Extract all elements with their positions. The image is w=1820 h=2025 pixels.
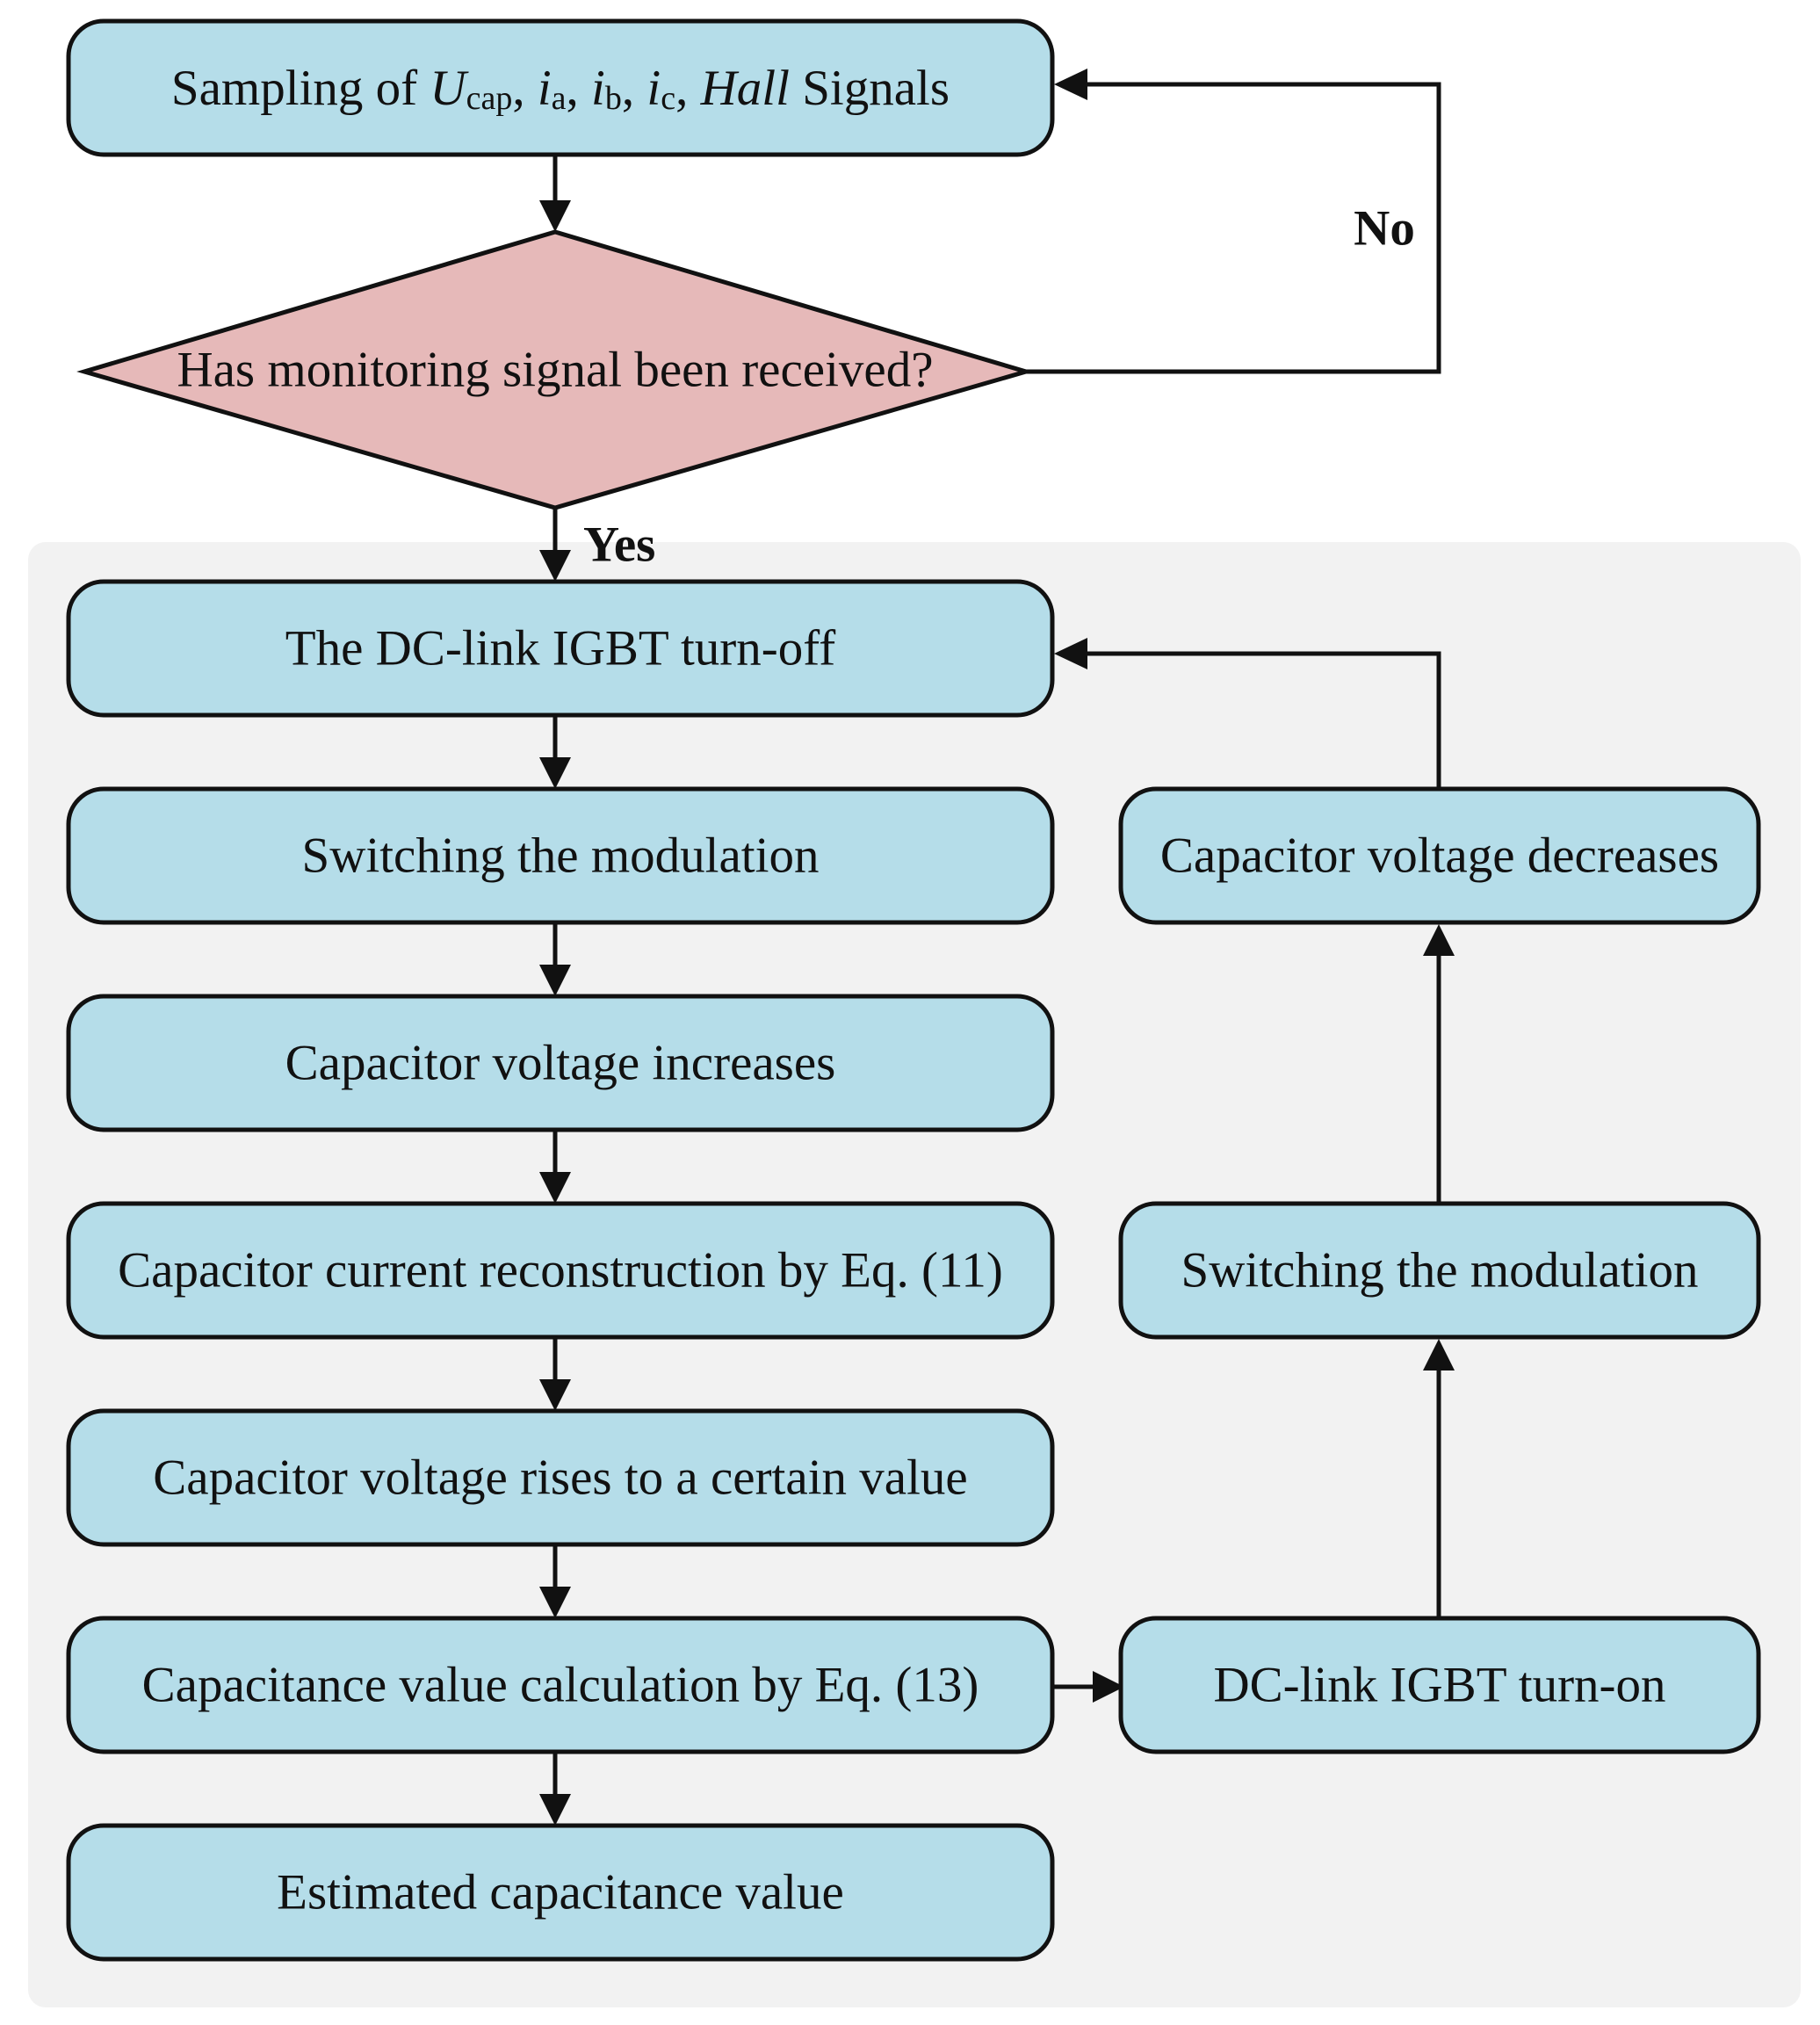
node-cap-calc-box (66, 1616, 1055, 1754)
node-igbt-off: The DC-link IGBT turn-off (66, 579, 1055, 718)
node-estimated-label: Estimated capacitance value (277, 1865, 844, 1920)
node-igbt-on: DC-link IGBT turn-on (1118, 1616, 1761, 1754)
node-igbt-off-box (66, 579, 1055, 718)
arrowhead-yes (539, 550, 571, 582)
node-estimated: Estimated capacitance value (66, 1823, 1055, 1962)
node-cap-calc-label: Capacitance value calculation by Eq. (13… (142, 1658, 979, 1713)
arrowhead-calc-to-igbt-on (1093, 1671, 1124, 1703)
edge-label-yes: Yes (583, 517, 655, 573)
node-switch-mod-right-box (1118, 1201, 1761, 1340)
node-decision-diamond (76, 229, 1034, 510)
node-sampling-box (66, 18, 1055, 157)
node-switch-mod-left-label: Switching the modulation (302, 828, 820, 884)
arrowhead-no-loop (1054, 69, 1087, 100)
node-switch-mod-left-box (66, 786, 1055, 925)
node-volt-increase-label: Capacitor voltage increases (285, 1036, 836, 1091)
node-igbt-off-label: The DC-link IGBT turn-off (285, 621, 835, 676)
arrowhead-igbt-off-to-switch (539, 757, 571, 789)
node-cap-calc: Capacitance value calculation by Eq. (13… (66, 1616, 1055, 1754)
node-sampling-label: Sampling of Ucap, ia, ib, ic, Hall Signa… (171, 61, 950, 118)
node-estimated-box (66, 1823, 1055, 1962)
node-volt-increase-box (66, 994, 1055, 1132)
arrowhead-switch-to-decrease (1423, 924, 1455, 956)
node-volt-decrease-label: Capacitor voltage decreases (1160, 828, 1719, 884)
edge-decision-no-loop (1026, 82, 1441, 374)
arrowhead-rise-to-calc (539, 1587, 571, 1618)
node-switch-mod-right-label: Switching the modulation (1181, 1243, 1699, 1298)
node-decision-label: Has monitoring signal been received? (177, 343, 933, 398)
node-switch-mod-left: Switching the modulation (66, 786, 1055, 925)
arrowhead-switch-to-increase (539, 965, 571, 996)
arrowhead-decrease-to-igbt-off (1054, 638, 1087, 669)
node-volt-rise: Capacitor voltage rises to a certain val… (66, 1408, 1055, 1547)
node-volt-decrease: Capacitor voltage decreases (1118, 786, 1761, 925)
node-igbt-on-label: DC-link IGBT turn-on (1213, 1658, 1665, 1713)
arrowhead-igbt-on-to-switch (1423, 1339, 1455, 1370)
node-volt-rise-label: Capacitor voltage rises to a certain val… (153, 1450, 967, 1506)
arrowhead-calc-to-estimated (539, 1794, 571, 1826)
node-current-recon-label: Capacitor current reconstruction by Eq. … (118, 1243, 1003, 1298)
arrowhead-sampling-to-decision (539, 200, 571, 232)
node-volt-decrease-box (1118, 786, 1761, 925)
arrowhead-recon-to-rise (539, 1379, 571, 1411)
node-decision: Has monitoring signal been received? (76, 229, 1034, 510)
node-current-recon: Capacitor current reconstruction by Eq. … (66, 1201, 1055, 1340)
arrowhead-increase-to-recon (539, 1172, 571, 1204)
edge-label-no: No (1354, 201, 1415, 257)
node-volt-rise-box (66, 1408, 1055, 1547)
node-igbt-on-box (1118, 1616, 1761, 1754)
node-current-recon-box (66, 1201, 1055, 1340)
edge-decrease-to-igbt-off (1082, 651, 1441, 789)
node-switch-mod-right: Switching the modulation (1118, 1201, 1761, 1340)
node-sampling: Sampling of Ucap, ia, ib, ic, Hall Signa… (66, 18, 1055, 157)
node-volt-increase: Capacitor voltage increases (66, 994, 1055, 1132)
